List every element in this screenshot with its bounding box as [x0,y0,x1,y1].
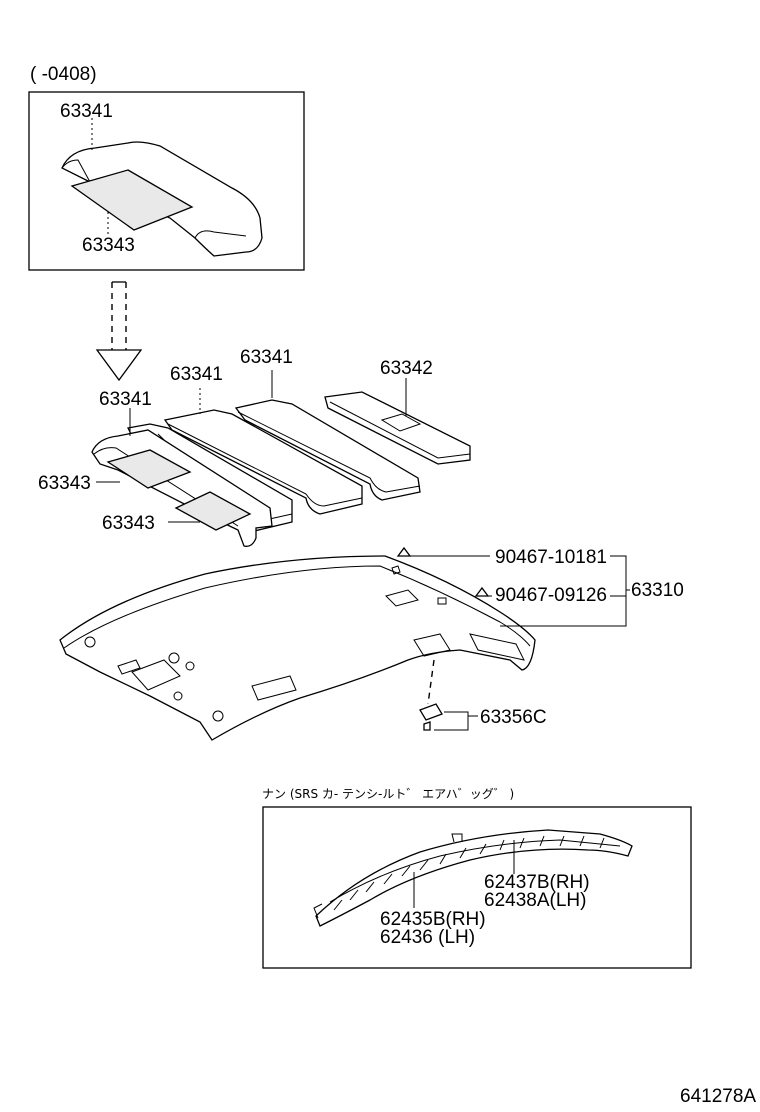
headliner [59,555,536,741]
figure-code: 641278A [680,1086,756,1107]
label-63310: 63310 [631,580,684,601]
headliner-assembly: 90467-10181 90467-09126 63310 63356C [59,546,684,741]
label-63343-a: 63343 [38,473,91,494]
top-inset: ( -0408) 63341 63343 [28,64,305,271]
roof-panels: 63341 63341 63341 63342 63343 63343 [38,347,471,547]
clip-icon-1 [396,546,412,557]
label-63341-c: 63341 [240,347,293,368]
label-90467-09126: 90467-09126 [495,585,607,606]
label-63341-b: 63341 [170,364,223,385]
inset-label-63343: 63343 [82,235,135,256]
label-62437B-RH: 62437B(RH) [484,872,590,893]
label-90467-10181: 90467-10181 [495,547,607,568]
visor-holder-icon [419,703,443,721]
inset-pad [70,169,194,231]
bottom-inset-frame [262,806,692,969]
label-63341-a: 63341 [99,389,152,410]
label-63342: 63342 [380,358,433,379]
panel-3 [163,409,363,515]
date-range-label: ( -0408) [30,64,97,85]
down-arrow-icon [95,281,143,382]
panel-63342 [324,391,471,465]
airbag-caption: ナン (SRS カ- テンシ-ルト゛ エアハ゛ッグ゛ ) [262,787,514,801]
label-62438A-LH: 62438A(LH) [484,890,586,911]
bottom-inset: ナン (SRS カ- テンシ-ルト゛ エアハ゛ッグ゛ ) 62437B(RH) … [262,787,692,969]
panel-4 [234,399,421,501]
label-62436-LH: 62436 (LH) [380,927,475,948]
pad-b [174,491,252,531]
top-inset-frame [28,91,305,271]
label-62435B-RH: 62435B(RH) [380,909,486,930]
clip-icon-2 [474,586,490,597]
pad-a [106,449,192,489]
label-63356C: 63356C [480,707,547,728]
label-63343-b: 63343 [102,513,155,534]
inset-label-63341: 63341 [60,101,113,122]
